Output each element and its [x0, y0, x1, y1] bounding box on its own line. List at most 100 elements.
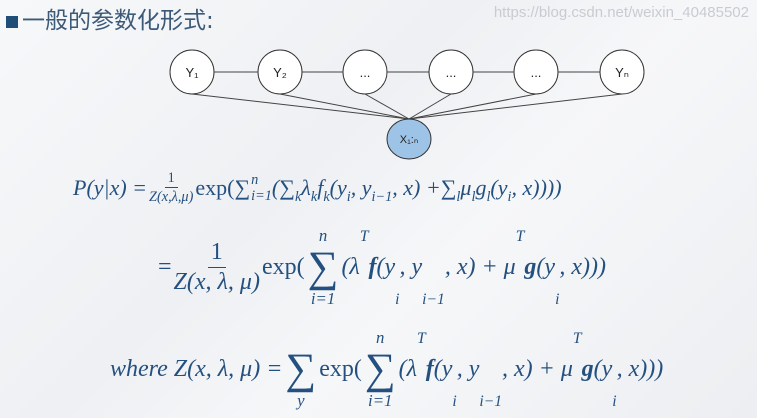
observation-edge: [279, 93, 410, 120]
math-text: f: [317, 174, 324, 200]
math-text: , y: [399, 254, 423, 281]
label-node-text: ...: [360, 65, 371, 80]
math-text: , x))): [559, 254, 607, 281]
summation-lower-limit: i=1: [310, 289, 336, 309]
math-subscript: i: [395, 290, 400, 308]
math-subscript: l: [471, 188, 476, 205]
math-text: (y: [536, 254, 556, 281]
observation-edge: [408, 93, 623, 120]
math-operator: =: [158, 254, 172, 281]
watermark: https://blog.csdn.net/weixin_40485502: [493, 4, 749, 21]
math-text: , x) + μ: [444, 254, 516, 281]
math-subscript: i−1: [479, 392, 503, 410]
summation-upper-limit: [299, 328, 303, 348]
math-operator: ∑: [279, 174, 295, 200]
math-superscript: T: [572, 330, 582, 347]
math-text: λ: [301, 174, 311, 200]
math-text: , x) + μ: [502, 356, 573, 383]
label-node: [599, 49, 645, 95]
summation: n∑i=1: [365, 328, 396, 412]
math-superscript: T: [515, 228, 525, 245]
math-subscript: k: [323, 188, 330, 205]
label-node: [513, 49, 559, 95]
fraction-denominator: Z(x, λ, μ): [173, 269, 260, 296]
math-text: (y: [490, 174, 508, 200]
label-node: [428, 49, 474, 95]
math-text: , y: [456, 356, 480, 383]
observation-edge: [191, 93, 410, 120]
math-text: (y: [329, 174, 347, 200]
observation-edge: [408, 93, 452, 120]
math-text: , x)))): [511, 174, 562, 200]
observation-edge: [408, 93, 537, 120]
math-subscript: l: [456, 188, 461, 205]
math-vector: f: [368, 254, 377, 281]
math-subscript: i−1: [422, 290, 445, 308]
math-subscript: k: [294, 188, 302, 205]
math-subscript: l: [486, 188, 491, 205]
math-subscript: i: [346, 188, 351, 205]
observation-edge: [364, 93, 410, 120]
math-text: (y: [593, 356, 613, 383]
square-bullet-icon: [6, 15, 18, 28]
math-text: (λ: [341, 254, 360, 281]
math-vector: g: [524, 254, 537, 281]
label-node-text: ...: [531, 65, 542, 80]
summation-lower-limit: i=1: [368, 391, 393, 411]
math-text: , x) +: [392, 174, 441, 200]
observation-node: [386, 118, 432, 160]
math-subscript: i: [452, 392, 457, 410]
summation-lower-limit: y: [297, 391, 305, 411]
summation-upper-limit: n: [376, 328, 385, 347]
math-text: μ: [460, 174, 472, 200]
math-subscript: i: [507, 188, 512, 205]
slide-title-text: 一般的参数化形式:: [22, 8, 214, 34]
math-text: (y: [433, 356, 453, 383]
label-node-text: Yₙ: [615, 65, 629, 80]
math-text: g: [475, 174, 487, 200]
label-node: [169, 49, 215, 95]
math-superscript: n: [251, 171, 259, 188]
math-superscript: T: [417, 330, 426, 347]
math-subscript: i=1: [251, 187, 272, 204]
math-subscript: i: [612, 392, 617, 410]
sigma-icon: ∑: [307, 244, 339, 292]
fraction-numerator: 1: [207, 239, 226, 269]
label-node: [257, 49, 303, 95]
math-text: (λ: [398, 356, 418, 383]
sigma-icon: ∑: [285, 346, 317, 394]
math-operator: exp(: [261, 254, 305, 281]
slide-title: 一般的参数化形式:: [6, 8, 214, 36]
math-text: , y: [350, 174, 372, 200]
math-text: , x))): [616, 356, 664, 383]
math-subscript: k: [310, 188, 318, 205]
observation-node-text: X₁:ₙ: [400, 134, 419, 146]
fraction-numerator: 1: [164, 170, 178, 189]
math-subscript: i: [555, 290, 560, 308]
math-text: (y: [376, 254, 396, 281]
summation: n∑i=1: [308, 226, 339, 310]
fraction-denominator: Z(x,λ,μ): [149, 189, 194, 206]
math-operator: ∑: [234, 174, 251, 200]
math-operator: exp(: [319, 356, 362, 383]
math-text: where Z(x, λ, μ) =: [110, 356, 283, 383]
math-subscript: i−1: [371, 188, 393, 205]
math-operator: ∑: [440, 174, 457, 200]
label-node-text: Y₂: [273, 65, 287, 80]
label-node-text: ...: [446, 65, 457, 80]
math-vector: g: [581, 356, 594, 383]
label-node-text: Y₁: [185, 65, 199, 80]
math-text: P(y|x) =: [73, 174, 148, 200]
sigma-icon: ∑: [364, 346, 396, 394]
label-node: [342, 49, 388, 95]
math-superscript: T: [359, 228, 369, 245]
summation: ∑y: [285, 328, 316, 412]
math-operator: exp(: [195, 174, 235, 200]
